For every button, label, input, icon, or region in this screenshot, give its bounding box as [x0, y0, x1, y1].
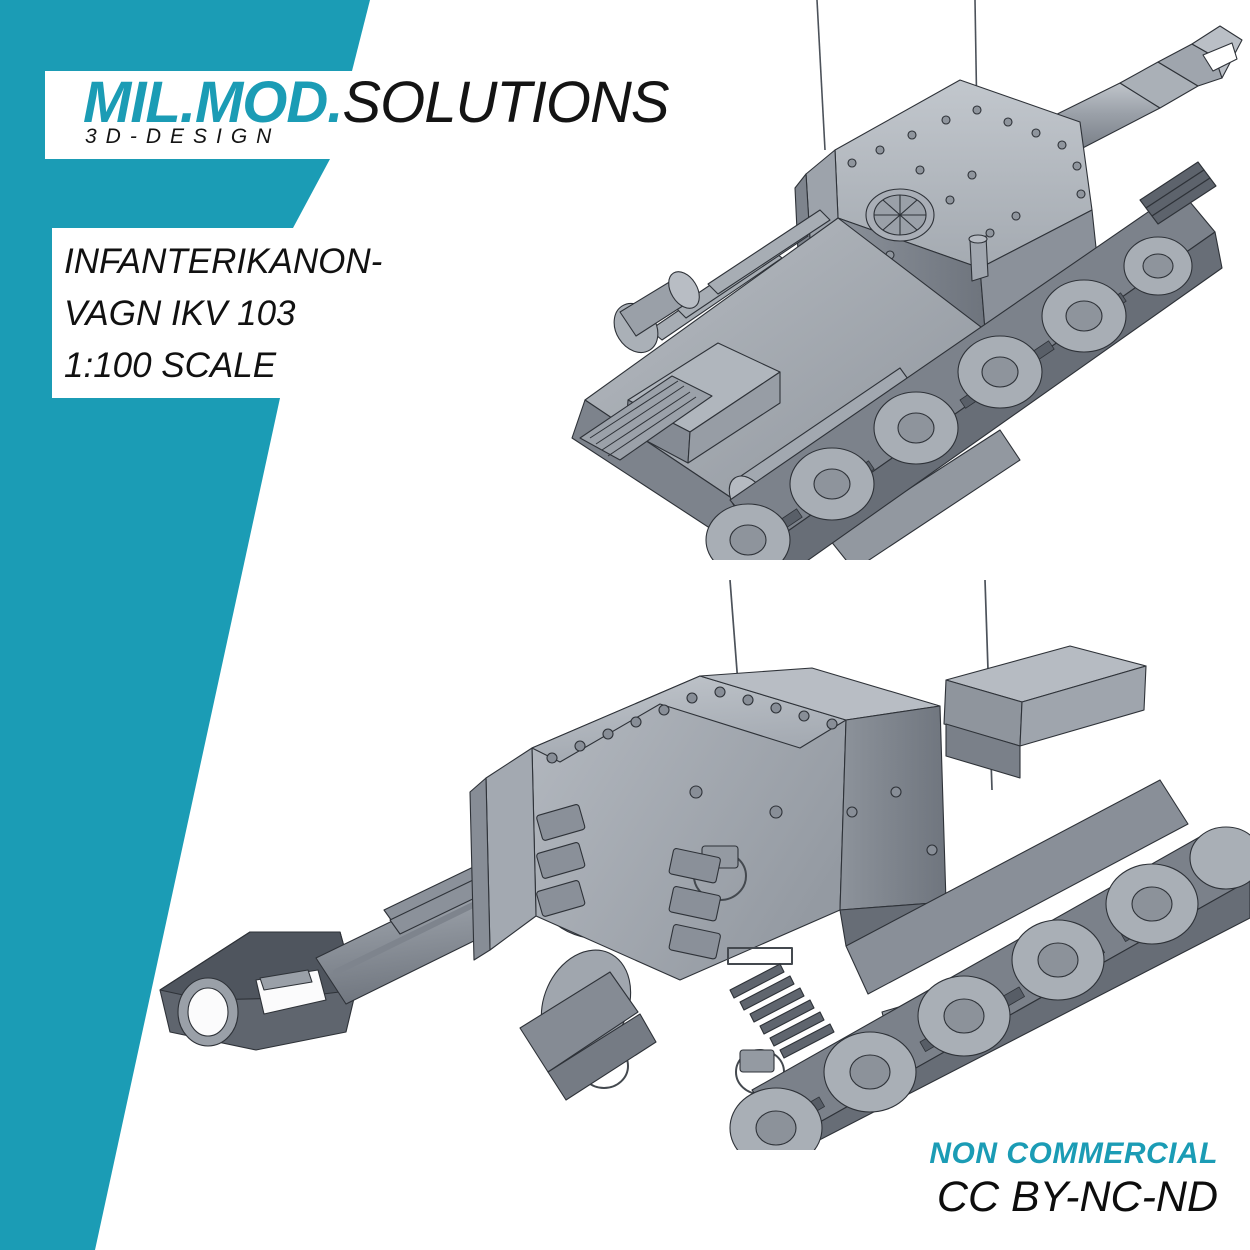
hull-side-plate — [729, 779, 1189, 1059]
logo-wordmark: MIL.MOD.SOLUTIONS — [83, 59, 670, 147]
fuel-drum-row — [613, 271, 700, 354]
road-wheels — [729, 826, 1250, 1150]
engine-grille — [579, 375, 713, 461]
track-and-running-gear — [705, 161, 1223, 560]
deck-tool-rails — [649, 209, 831, 341]
model-render-front-view — [159, 580, 1250, 1150]
side-louvres — [729, 963, 835, 1059]
casemate-front-plate — [469, 675, 847, 981]
brand-shape-left-column-upper — [0, 71, 45, 159]
logo-secondary-text: SOLUTIONS — [342, 70, 669, 135]
title-card: INFANTERIKANON- VAGN IKV 103 1:100 SCALE — [52, 228, 400, 398]
brand-shape-left-column-lower — [0, 228, 52, 398]
rear-stowage-bin — [943, 645, 1147, 779]
title-line-2: VAGN IKV 103 — [64, 294, 296, 333]
rivet-detail — [847, 105, 1086, 260]
brand-shape-middle-slab — [0, 159, 330, 228]
logo-lockup: MIL.MOD.SOLUTIONS 3D-DESIGN — [45, 70, 670, 159]
periscope — [968, 234, 989, 282]
road-wheels — [705, 236, 1193, 560]
license-cc-code: CC BY-NC-ND — [936, 1172, 1218, 1221]
spare-track-links — [536, 804, 721, 960]
ventilator-fan — [865, 188, 935, 242]
license-notice: NON COMMERCIAL CC BY-NC-ND — [929, 1138, 1218, 1222]
model-render-rear-view — [571, 0, 1243, 560]
muzzle-brake — [159, 931, 357, 1051]
track-and-running-gear — [519, 826, 1250, 1150]
rear-louvres — [1139, 161, 1217, 225]
antenna-left — [816, 0, 826, 151]
logo-tagline: 3D-DESIGN — [85, 125, 281, 148]
front-idler — [519, 949, 657, 1101]
rivet-detail — [546, 686, 938, 856]
title-line-1: INFANTERIKANON- — [64, 242, 383, 281]
title-line-3: 1:100 SCALE — [64, 346, 277, 385]
logo-primary-text: MIL.MOD. — [83, 70, 343, 135]
license-non-commercial-label: NON COMMERCIAL — [929, 1137, 1218, 1171]
